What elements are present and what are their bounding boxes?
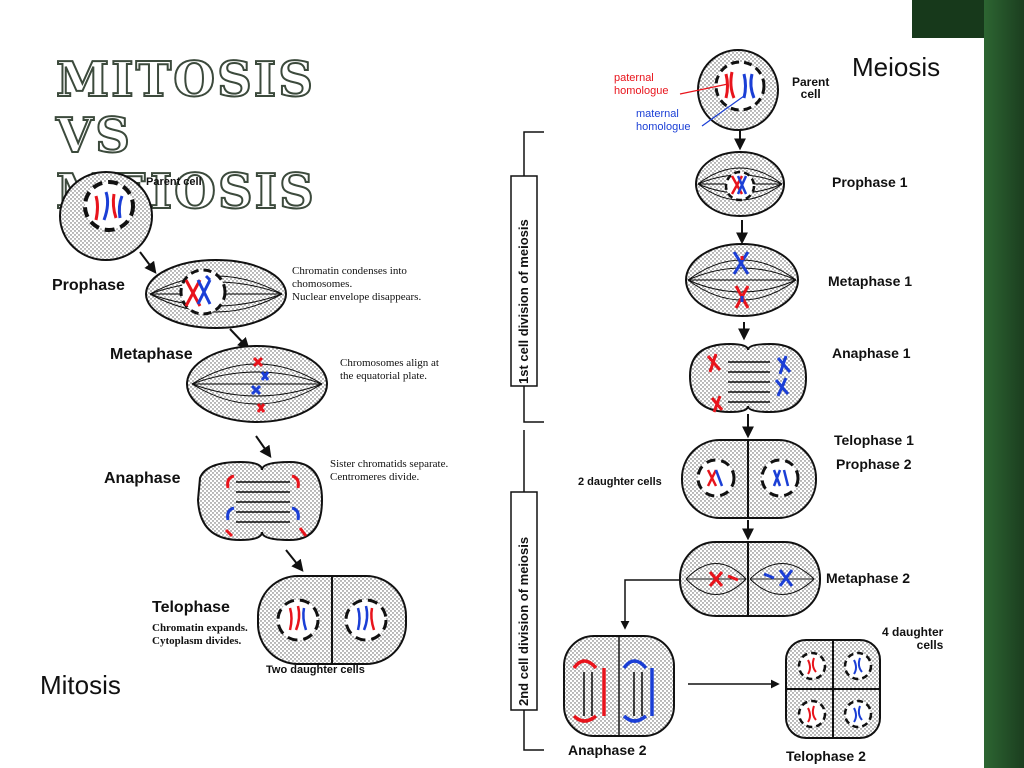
mitosis-prophase-note: Chromatin condenses into chomosomes. Nuc… (292, 265, 422, 303)
second-division-label: 2nd cell division of meiosis (516, 536, 531, 706)
first-division-label: 1st cell division of meiosis (516, 219, 531, 384)
anaphase1-label: Anaphase 1 (832, 345, 911, 361)
telophase1-label: Telophase 1 (834, 432, 914, 448)
meiosis-parent-cell (679, 49, 779, 131)
mitosis-heading: Mitosis (40, 670, 121, 700)
metaphase1-label: Metaphase 1 (828, 273, 913, 289)
mitosis-parent-cell (59, 171, 153, 261)
meiosis-heading: Meiosis (852, 52, 941, 82)
mitosis-anaphase-cell (196, 460, 324, 542)
two-daughter-cells-label: 2 daughter cells (578, 476, 662, 488)
mitosis-telophase-label: Telophase (152, 599, 230, 616)
division-brackets (510, 131, 544, 751)
metaphase2-label: Metaphase 2 (826, 570, 911, 586)
meiosis-metaphase2-cells (679, 541, 821, 617)
decorative-green-corner (912, 0, 984, 40)
mitosis-prophase-label: Prophase (52, 277, 125, 294)
meiosis-parent-cell-label: Parent cell (792, 75, 830, 101)
meiosis-metaphase1-cell (685, 243, 799, 317)
mitosis-anaphase-label: Anaphase (104, 470, 181, 487)
anaphase2-label: Anaphase 2 (568, 742, 647, 758)
maternal-homologue-label: maternal homologue (636, 108, 691, 133)
prophase2-label: Prophase 2 (836, 456, 912, 472)
mitosis-prophase-cell (145, 259, 287, 329)
mitosis-parent-cell-label: Parent cell (146, 176, 202, 188)
meiosis-telophase2-cells (785, 639, 881, 739)
mitosis-metaphase-note: Chromosomes align at the equatorial plat… (340, 357, 439, 382)
slide-title: Mitosis vs Meiosis (55, 51, 316, 221)
mitosis-telophase-note: Chromatin expands. Cytoplasm divides. (152, 622, 248, 647)
mitosis-metaphase-cell (186, 345, 328, 423)
prophase1-label: Prophase 1 (832, 174, 908, 190)
mitosis-anaphase-note: Sister chromatids separate. Centromeres … (330, 458, 449, 483)
meiosis-anaphase2-cells (563, 635, 675, 737)
four-daughter-cells-label: 4 daughter cells (882, 625, 944, 652)
mitosis-metaphase-label: Metaphase (110, 346, 193, 363)
meiosis-prophase1-cell (695, 151, 785, 217)
telophase2-label: Telophase 2 (786, 748, 866, 764)
meiosis-telophase1-cells (681, 439, 817, 519)
mitosis-telophase-cells (257, 575, 407, 665)
paternal-homologue-label: paternal homologue (614, 72, 669, 97)
meiosis-anaphase1-cell (688, 342, 808, 414)
mitosis-two-daughter-label: Two daughter cells (266, 664, 365, 676)
